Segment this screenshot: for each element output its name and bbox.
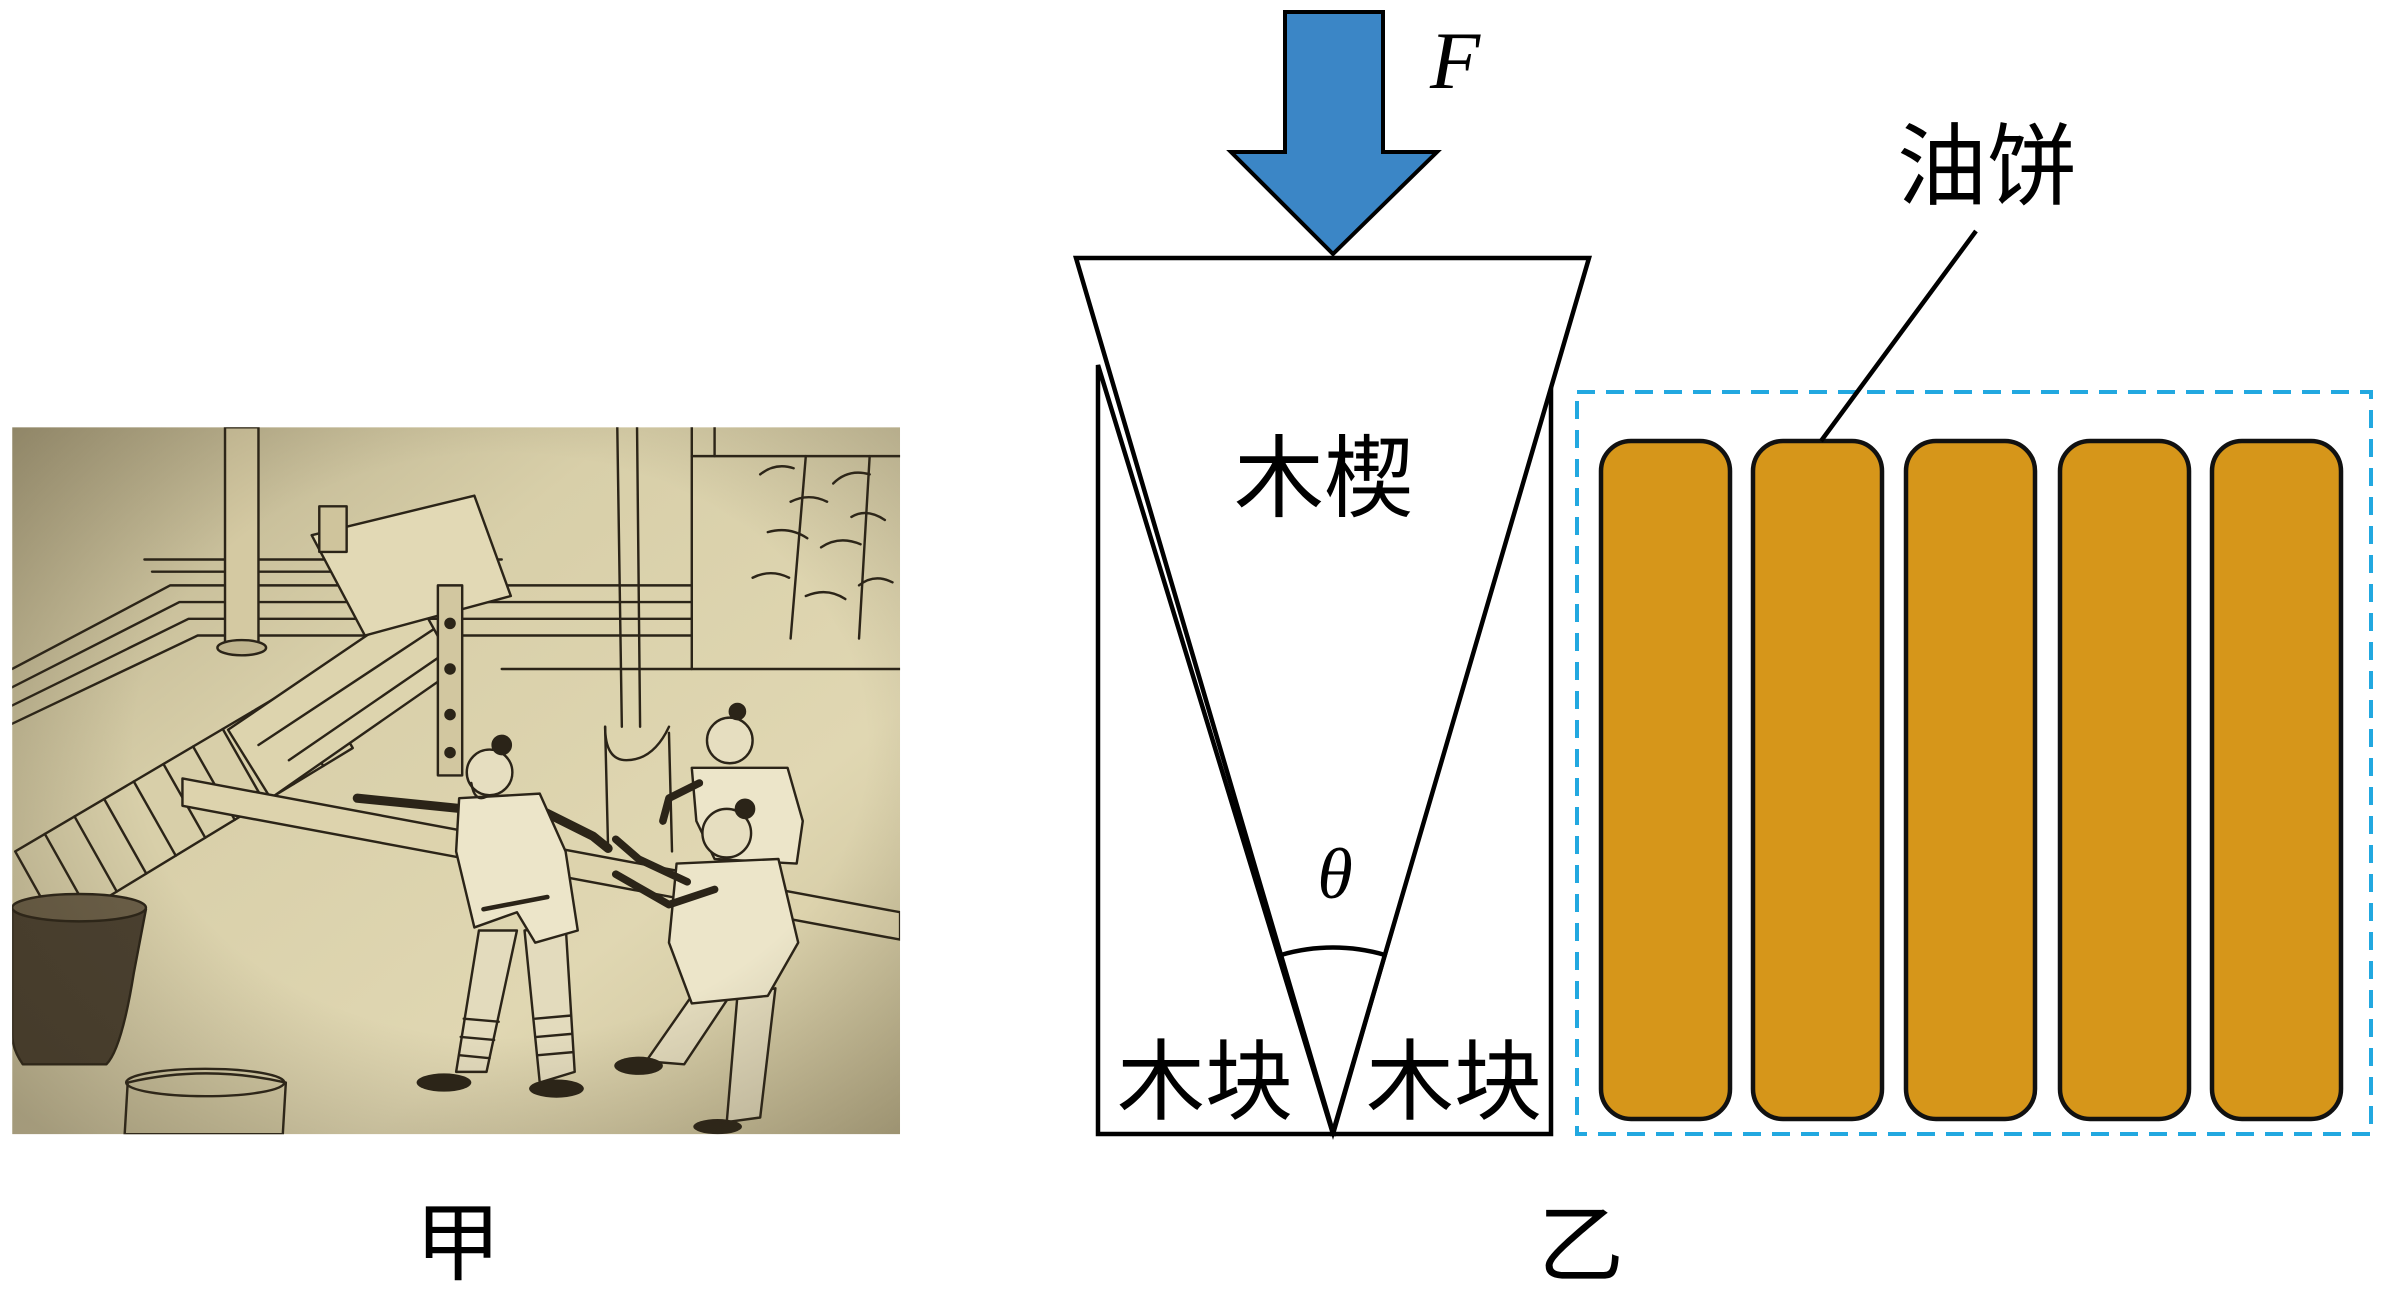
oil-cake-label: 油饼 (1897, 115, 2077, 220)
oil-cake (1750, 438, 1885, 1122)
caption-jia: 甲 (415, 1194, 501, 1294)
wood-block-left (1095, 364, 1337, 1137)
wood-block-right-label: 木块 (1366, 1031, 1542, 1134)
oil-cake (1598, 438, 1733, 1122)
oil-cake-container (1575, 390, 2373, 1136)
illustration-vignette (12, 427, 901, 1135)
caption-yi: 乙 (1538, 1196, 1624, 1296)
angle-label: θ (1317, 834, 1352, 914)
force-arrow (1226, 10, 1442, 257)
oil-press-illustration (12, 427, 901, 1135)
wedge-label: 木楔 (1234, 427, 1414, 532)
oil-cake (1903, 438, 2038, 1122)
wood-block-left-label: 木块 (1117, 1031, 1293, 1134)
oil-cake-leader-line (1819, 229, 1978, 443)
angle-arc (1280, 945, 1386, 958)
force-label: F (1429, 15, 1481, 106)
wooden-wedge (1072, 255, 1593, 1140)
wedge-diagram: F θ 木楔 木块 木块 油饼 (1072, 10, 2373, 1140)
oil-cake (2209, 438, 2344, 1122)
oil-cake (2057, 438, 2192, 1122)
